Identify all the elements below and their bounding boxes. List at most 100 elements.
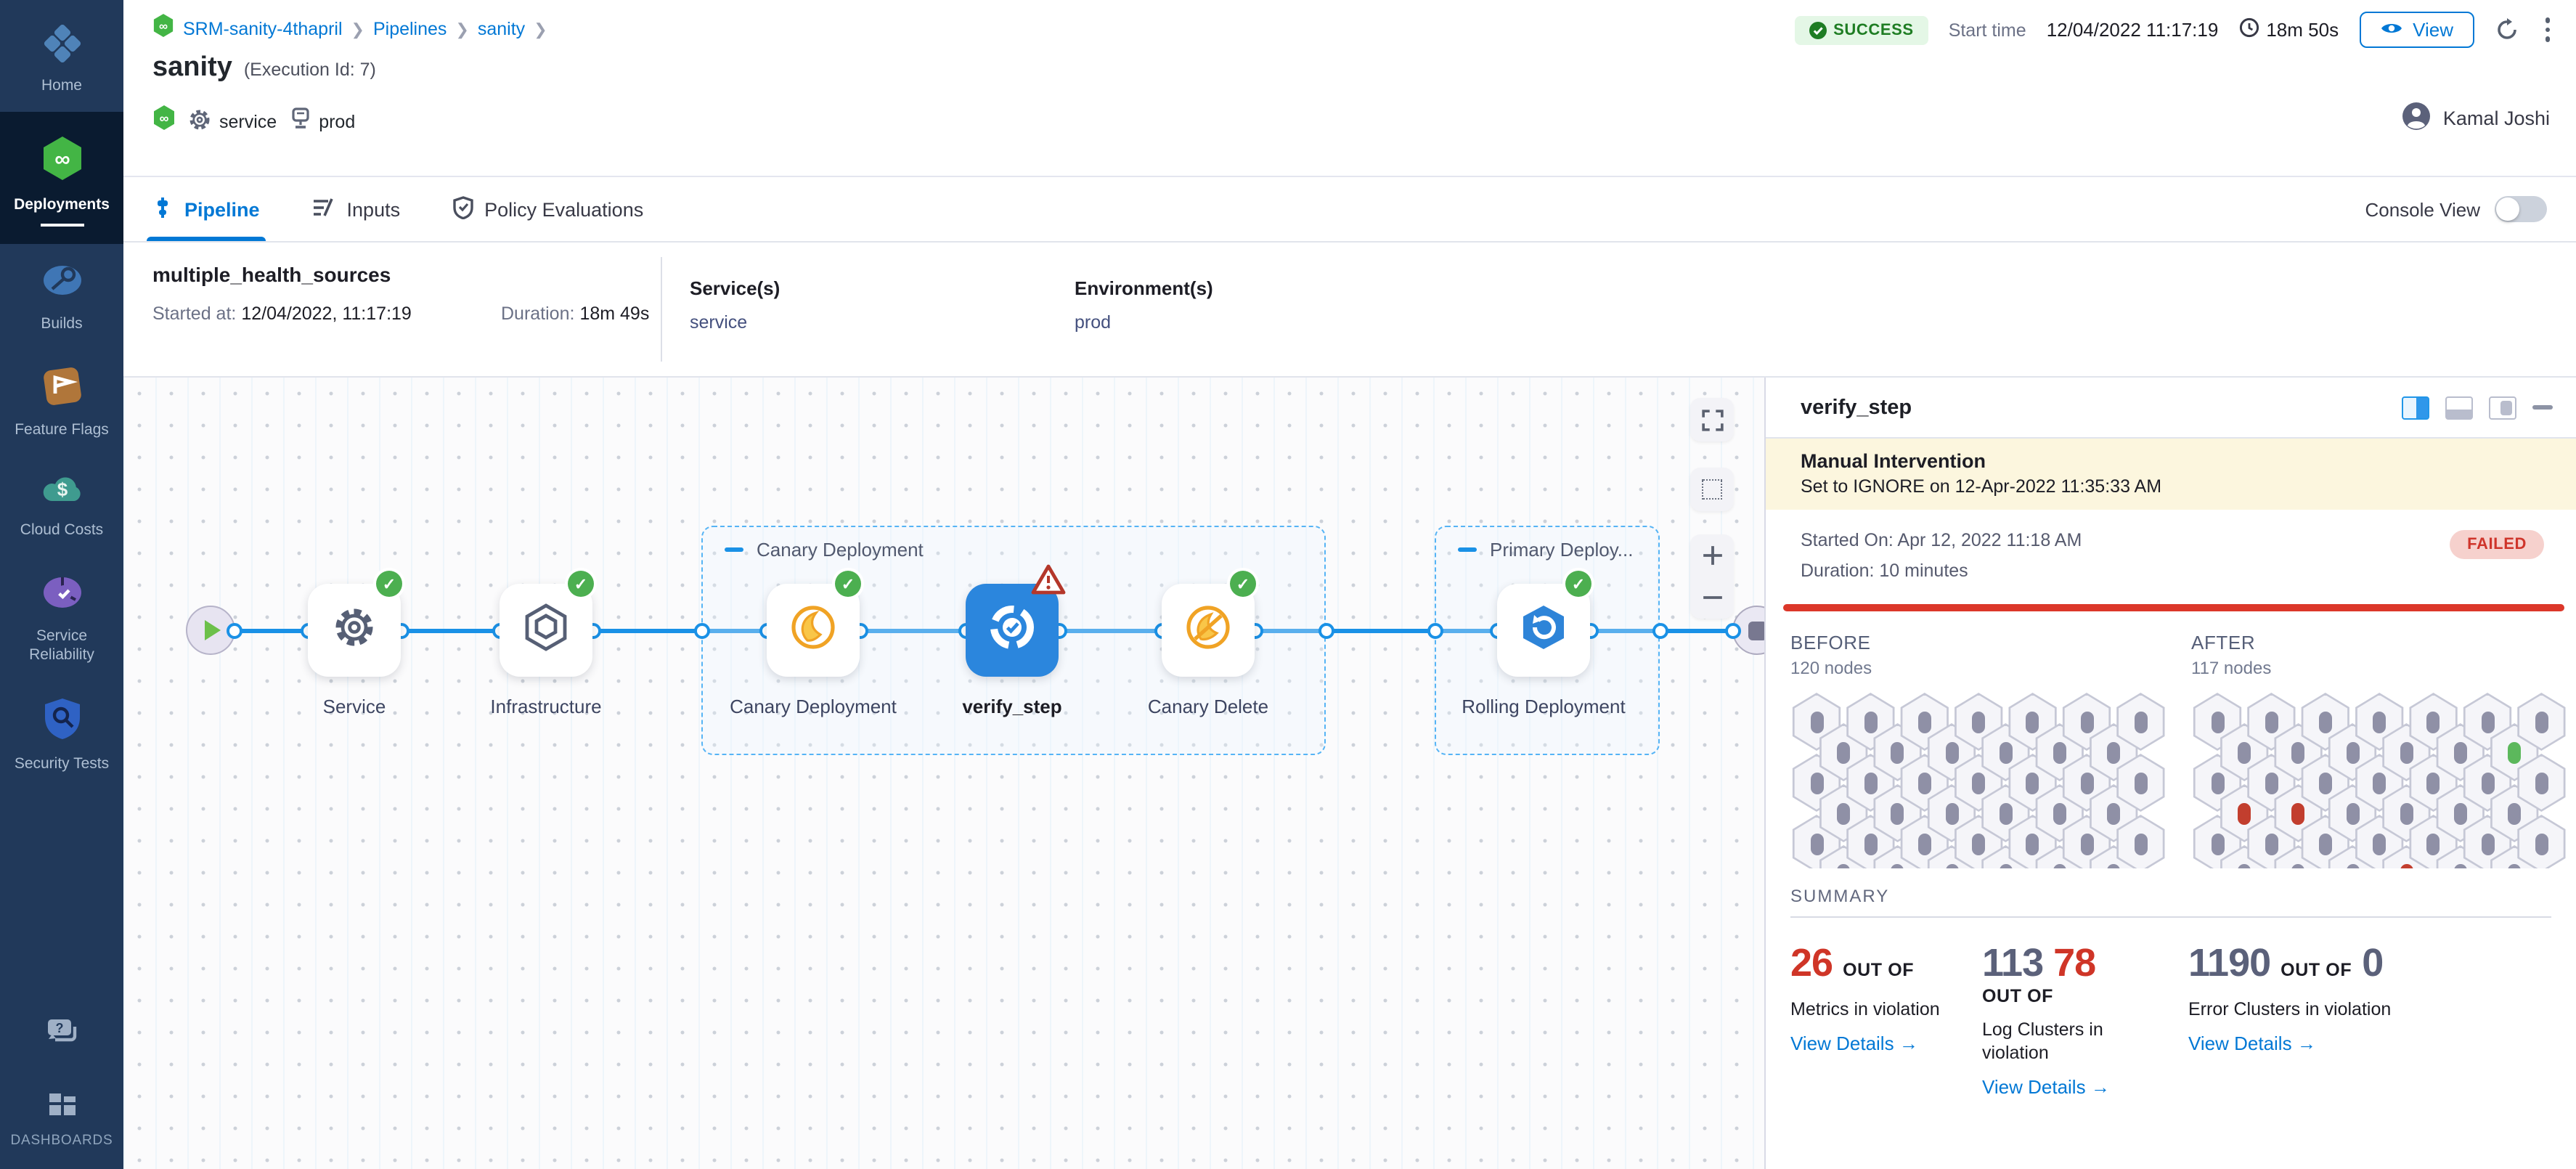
chevron-right-icon: ❯ <box>534 21 547 38</box>
after-node-grid[interactable] <box>2191 693 2569 868</box>
pipeline-node-rolling-deployment[interactable] <box>1497 584 1590 677</box>
eye-icon <box>2379 19 2402 41</box>
feature-flags-icon <box>41 366 82 414</box>
canary-icon <box>788 602 838 659</box>
layout-floating-view-icon[interactable] <box>2489 396 2516 419</box>
policy-icon <box>452 195 473 223</box>
console-view-toggle[interactable] <box>2495 196 2547 222</box>
view-details-link[interactable]: View Details → <box>1790 1032 1918 1054</box>
arrow-right-icon: → <box>2090 1076 2110 1098</box>
success-check-icon: ✓ <box>376 571 402 597</box>
check-circle-icon <box>1809 21 1827 38</box>
sidebar-item-label: Feature Flags <box>15 421 109 439</box>
more-options-icon[interactable] <box>2539 15 2556 45</box>
tab-pipeline[interactable]: Pipeline <box>147 177 266 241</box>
status-badge: SUCCESS <box>1794 15 1928 44</box>
warning-triangle-icon <box>1031 563 1066 603</box>
sidebar-item-builds[interactable]: Builds <box>0 244 123 350</box>
breadcrumb: ∞SRM-sanity-4thapril❯Pipelines❯sanity❯ <box>123 0 2576 44</box>
manual-intervention-banner: Manual Intervention Set to IGNORE on 12-… <box>1766 439 2576 510</box>
environment-link[interactable]: prod <box>1075 312 1112 333</box>
pipeline-icon <box>152 195 173 223</box>
marquee-icon <box>1702 479 1722 500</box>
chevron-right-icon: ❯ <box>455 21 469 38</box>
tab-inputs[interactable]: Inputs <box>312 177 400 241</box>
inputs-icon <box>312 196 335 222</box>
tab-policy-evaluations[interactable]: Policy Evaluations <box>452 177 643 241</box>
node-label: Canary Deployment <box>730 696 897 717</box>
user-name: Kamal Joshi <box>2442 107 2550 129</box>
pipeline-node-canary-deployment[interactable] <box>767 584 860 677</box>
pipeline-node-service[interactable] <box>308 584 401 677</box>
sidebar-item-cloud-costs[interactable]: $Cloud Costs <box>0 456 123 556</box>
breadcrumb-link[interactable]: sanity <box>477 19 526 39</box>
service-reliability-icon <box>40 572 83 620</box>
before-label: BEFORE <box>1790 632 1871 653</box>
node-label: verify_step <box>962 696 1062 717</box>
breadcrumb-link[interactable]: Pipelines <box>372 19 447 39</box>
home-icon <box>41 24 82 70</box>
deployments-icon: ∞ <box>40 135 83 189</box>
sidebar-item-security-tests[interactable]: Security Tests <box>0 681 123 790</box>
before-node-grid[interactable] <box>1790 693 2168 868</box>
pipeline-node-verify_step[interactable] <box>966 584 1059 677</box>
environment-icon <box>290 107 310 135</box>
sidebar-item-feature-flags[interactable]: Feature Flags <box>0 350 123 456</box>
harness-hexagon-icon: ∞ <box>152 105 176 138</box>
node-label: Canary Delete <box>1147 696 1269 717</box>
layout-right-view-icon[interactable] <box>2402 396 2429 419</box>
play-icon <box>205 620 221 640</box>
view-details-link[interactable]: View Details → <box>2188 1032 2316 1054</box>
verification-progress-bar <box>1783 604 2564 611</box>
pipeline-node-canary-delete[interactable] <box>1162 584 1255 677</box>
user-menu[interactable]: Kamal Joshi <box>2402 102 2550 135</box>
pipeline-node-infrastructure[interactable] <box>500 584 592 677</box>
success-check-icon: ✓ <box>1565 571 1591 597</box>
console-view-label: Console View <box>2365 198 2480 220</box>
sidebar-item-deployments[interactable]: ∞Deployments <box>0 112 123 244</box>
layout-bottom-view-icon[interactable] <box>2445 396 2473 419</box>
connector-port <box>226 622 242 638</box>
summary-label: SUMMARY <box>1790 886 1890 906</box>
security-tests-icon <box>41 697 82 748</box>
zoom-out-button[interactable] <box>1701 587 1723 608</box>
stage-environments: Environment(s) prod <box>1075 277 1213 333</box>
svg-text:∞: ∞ <box>160 111 169 126</box>
page-title: sanity <box>152 52 232 83</box>
minimize-panel-icon[interactable] <box>2532 405 2553 410</box>
service-link[interactable]: service <box>690 312 748 333</box>
metric-label: Metrics in violation <box>1790 999 1940 1019</box>
view-button[interactable]: View <box>2359 12 2474 48</box>
stage-started: Started at: 12/04/2022, 11:17:19 <box>152 304 412 324</box>
marquee-select-button[interactable] <box>1690 468 1734 511</box>
sidebar-item-service-reliability[interactable]: Service Reliability <box>0 556 123 681</box>
group-label: Canary Deployment <box>757 539 924 561</box>
environment-tag[interactable]: prod <box>290 107 355 135</box>
infra-icon <box>523 602 569 659</box>
success-check-icon: ✓ <box>568 571 594 597</box>
service-tag[interactable]: service <box>189 108 277 134</box>
fullscreen-button[interactable] <box>1690 398 1734 441</box>
help-chat-button[interactable]: ? <box>0 995 123 1078</box>
stage-info-bar: multiple_health_sources Started at: 12/0… <box>123 243 2576 378</box>
metric-label: Log Clusters in violation <box>1982 1019 2103 1063</box>
collapse-group-icon[interactable] <box>725 547 743 552</box>
sidebar-dashboards-label: DASHBOARDS <box>10 1133 113 1149</box>
connector-port <box>1724 622 1740 638</box>
refresh-icon[interactable] <box>2494 17 2519 42</box>
connector-port <box>693 622 709 638</box>
breadcrumb-link[interactable]: SRM-sanity-4thapril <box>183 19 343 39</box>
view-details-link[interactable]: View Details → <box>1982 1076 2110 1098</box>
sidebar-item-home[interactable]: Home <box>0 9 123 112</box>
dashboards-grid-icon <box>46 1092 78 1125</box>
sidebar-item-dashboards[interactable]: DASHBOARDS <box>0 1078 123 1169</box>
metric-label: Error Clusters in violation <box>2188 999 2392 1019</box>
svg-text:$: $ <box>57 478 68 500</box>
connector-port <box>1652 622 1668 638</box>
collapse-group-icon[interactable] <box>1458 547 1477 552</box>
zoom-in-button[interactable] <box>1701 545 1723 566</box>
